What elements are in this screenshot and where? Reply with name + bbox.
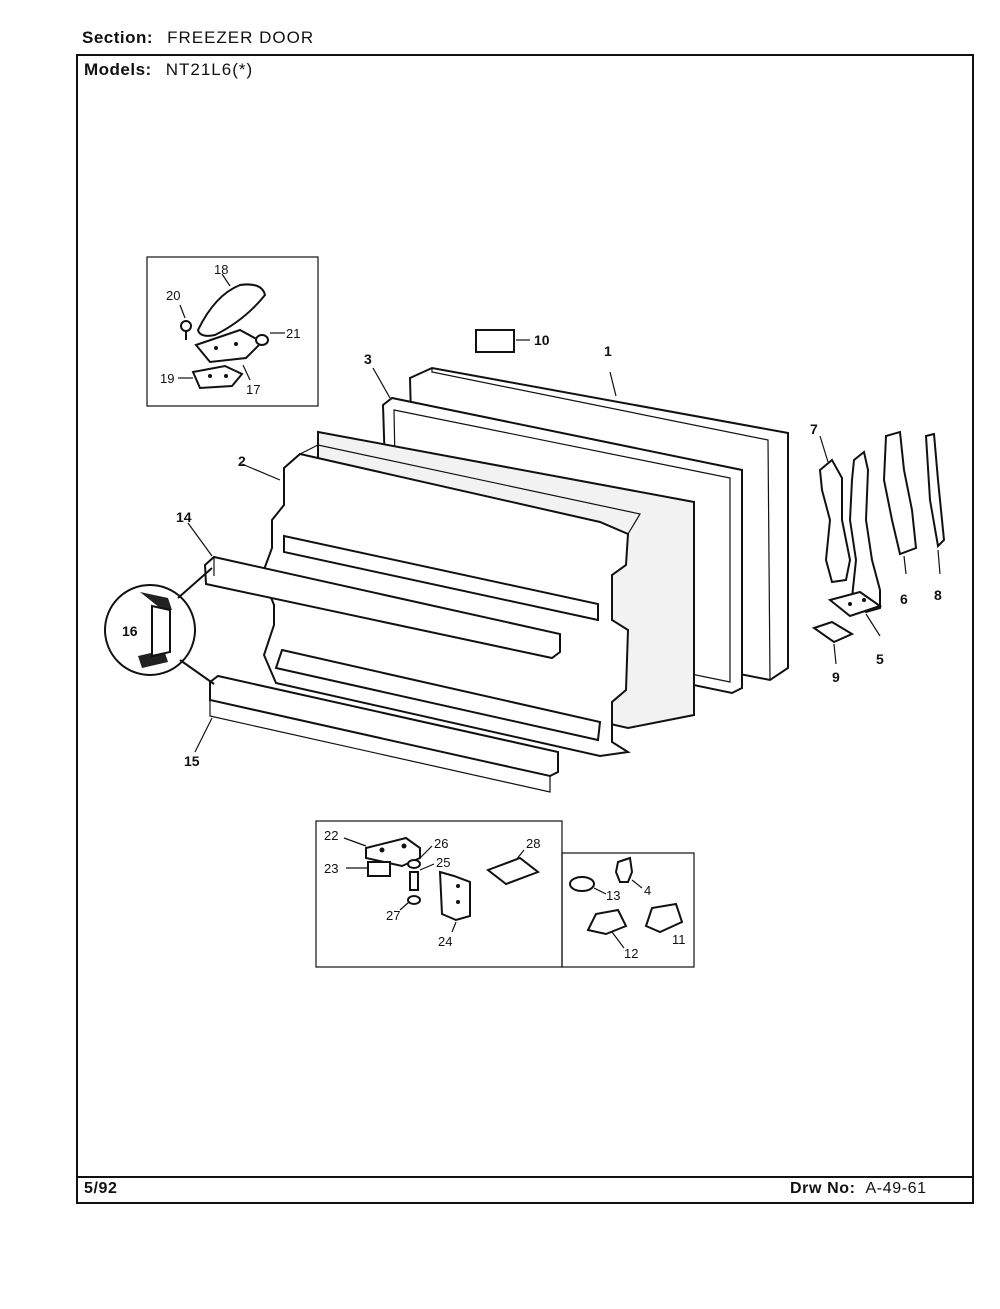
cover-part-28 — [485, 856, 541, 886]
drawing-number: Drw No: A-49-61 — [790, 1180, 927, 1198]
callout-3: 3 — [364, 351, 372, 367]
callout-20: 20 — [166, 288, 180, 303]
drawing-frame — [76, 54, 974, 1204]
handle-cover-part-18 — [196, 283, 267, 337]
washer-part-27 — [407, 895, 421, 905]
callout-28: 28 — [526, 836, 540, 851]
callout-10: 10 — [534, 332, 550, 348]
callout-22: 22 — [324, 828, 338, 843]
washer-part-26 — [407, 859, 421, 869]
callout-5: 5 — [876, 651, 884, 667]
callout-12: 12 — [624, 946, 638, 961]
callout-27: 27 — [386, 908, 400, 923]
hinge-trim-part-6 — [882, 430, 918, 556]
section-heading: Section: FREEZER DOOR — [82, 28, 314, 48]
callout-26: 26 — [434, 836, 448, 851]
section-value: FREEZER DOOR — [167, 28, 315, 47]
models-label: Models: — [84, 60, 152, 79]
callout-13: 13 — [606, 888, 620, 903]
footer-divider — [76, 1176, 974, 1178]
callout-17: 17 — [246, 382, 260, 397]
handle-plate-part-19 — [191, 364, 244, 390]
models-heading: Models: NT21L6(*) — [84, 60, 253, 80]
footer-date: 5/92 — [84, 1180, 118, 1197]
inset-handle-parts-box — [146, 256, 319, 407]
hinge-seal-part-8 — [924, 432, 946, 549]
callout-19: 19 — [160, 371, 174, 386]
callout-18: 18 — [214, 262, 228, 277]
callout-24: 24 — [438, 934, 452, 949]
hinge-cap-part-11 — [644, 902, 684, 934]
callout-4: 4 — [644, 883, 651, 898]
callout-6: 6 — [900, 591, 908, 607]
liner-upper-shelf — [283, 534, 599, 622]
callout-21: 21 — [286, 326, 300, 341]
hinge-plate-part-24 — [438, 870, 471, 922]
callout-23: 23 — [324, 861, 338, 876]
washer-part-21 — [255, 334, 269, 346]
plug-part-13 — [569, 876, 595, 892]
inset-cap-parts-box — [561, 852, 695, 968]
callout-9: 9 — [832, 669, 840, 685]
callout-25: 25 — [436, 855, 450, 870]
callout-8: 8 — [934, 587, 942, 603]
hinge-cap-part-12 — [586, 908, 628, 936]
hinge-bracket-part-5 — [848, 450, 881, 614]
hinge-cover-part-7 — [818, 458, 852, 584]
shim-part-23 — [367, 861, 391, 877]
callout-2: 2 — [238, 453, 246, 469]
callout-14: 14 — [176, 509, 192, 525]
screw-part-20 — [180, 320, 192, 332]
liner-lower-shelf — [274, 648, 602, 742]
callout-11: 11 — [672, 932, 686, 947]
label-part-10 — [475, 329, 515, 353]
screw-cap-part-4 — [614, 856, 634, 883]
drawing-number-label: Drw No: — [790, 1180, 856, 1197]
drawing-number-value: A-49-61 — [865, 1180, 927, 1197]
hinge-shim-part-9 — [811, 620, 855, 644]
pin-part-25 — [409, 871, 419, 891]
callout-7: 7 — [810, 421, 818, 437]
handle-bracket-part-17 — [194, 328, 264, 364]
callout-16: 16 — [122, 623, 138, 639]
detail-circle-part-16 — [104, 584, 196, 676]
models-value: NT21L6(*) — [165, 60, 254, 79]
callout-1: 1 — [604, 343, 612, 359]
callout-15: 15 — [184, 753, 200, 769]
section-label: Section: — [82, 28, 154, 47]
